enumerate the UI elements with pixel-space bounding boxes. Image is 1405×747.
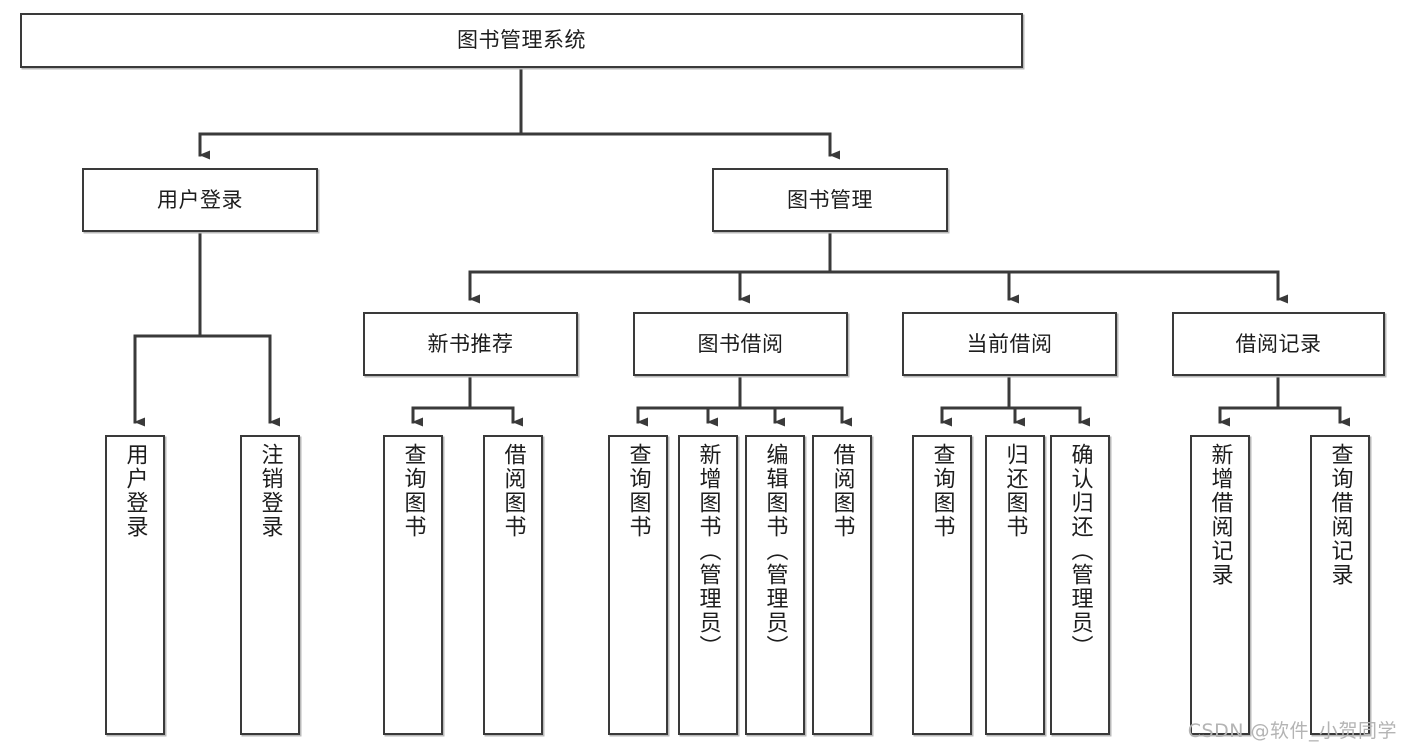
node-leaf-user-logout[interactable]: 注销登录 — [240, 435, 300, 735]
node-root[interactable]: 图书管理系统 — [20, 13, 1023, 68]
node-current-borrow[interactable]: 当前借阅 — [902, 312, 1117, 376]
node-leaf-user-login-label: 用户登录 — [122, 443, 148, 539]
node-leaf-query-book-1[interactable]: 查询图书 — [383, 435, 443, 735]
node-user-login-label: 用户登录 — [157, 187, 243, 212]
node-leaf-query-book-3-label: 查询图书 — [929, 443, 955, 539]
node-leaf-user-logout-label: 注销登录 — [257, 443, 283, 539]
node-book-manage-label: 图书管理 — [787, 187, 873, 212]
node-borrow-record[interactable]: 借阅记录 — [1172, 312, 1385, 376]
node-leaf-add-record-label: 新增借阅记录 — [1207, 443, 1233, 587]
node-book-borrow[interactable]: 图书借阅 — [633, 312, 848, 376]
node-leaf-edit-book[interactable]: 编辑图书（管理员） — [745, 435, 805, 735]
node-leaf-query-book-1-label: 查询图书 — [400, 443, 426, 539]
node-leaf-borrow-book-2[interactable]: 借阅图书 — [812, 435, 872, 735]
node-leaf-edit-book-label: 编辑图书（管理员） — [762, 443, 788, 659]
node-book-manage[interactable]: 图书管理 — [712, 168, 948, 232]
node-leaf-add-record[interactable]: 新增借阅记录 — [1190, 435, 1250, 735]
node-user-login[interactable]: 用户登录 — [82, 168, 318, 232]
node-current-borrow-label: 当前借阅 — [966, 331, 1053, 356]
node-new-book-rec[interactable]: 新书推荐 — [363, 312, 578, 376]
node-leaf-add-book-label: 新增图书（管理员） — [695, 443, 721, 659]
node-leaf-add-book[interactable]: 新增图书（管理员） — [678, 435, 738, 735]
node-leaf-query-record[interactable]: 查询借阅记录 — [1310, 435, 1370, 735]
node-leaf-borrow-book-1[interactable]: 借阅图书 — [483, 435, 543, 735]
node-leaf-query-book-2-label: 查询图书 — [625, 443, 651, 539]
node-leaf-query-book-3[interactable]: 查询图书 — [912, 435, 972, 735]
node-leaf-confirm-return-label: 确认归还（管理员） — [1067, 443, 1093, 659]
node-leaf-borrow-book-2-label: 借阅图书 — [829, 443, 855, 539]
node-borrow-record-label: 借阅记录 — [1235, 331, 1322, 356]
node-leaf-query-record-label: 查询借阅记录 — [1327, 443, 1353, 587]
node-new-book-rec-label: 新书推荐 — [427, 331, 514, 356]
node-leaf-confirm-return[interactable]: 确认归还（管理员） — [1050, 435, 1110, 735]
node-leaf-query-book-2[interactable]: 查询图书 — [608, 435, 668, 735]
node-leaf-return-book[interactable]: 归还图书 — [985, 435, 1045, 735]
node-root-label: 图书管理系统 — [457, 28, 586, 53]
node-book-borrow-label: 图书借阅 — [697, 331, 784, 356]
node-leaf-user-login[interactable]: 用户登录 — [105, 435, 165, 735]
node-leaf-borrow-book-1-label: 借阅图书 — [500, 443, 526, 539]
node-leaf-return-book-label: 归还图书 — [1002, 443, 1028, 539]
